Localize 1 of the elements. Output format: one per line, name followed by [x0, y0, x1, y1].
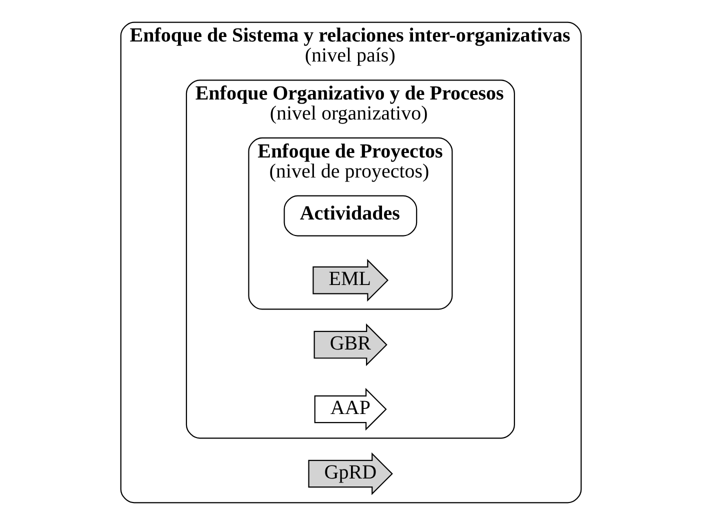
node-box: Actividades: [283, 194, 417, 236]
